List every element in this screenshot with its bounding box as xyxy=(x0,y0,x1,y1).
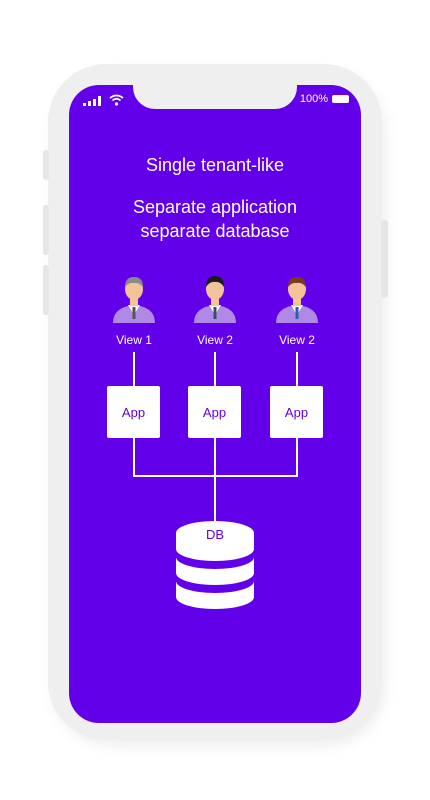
db-label: DB xyxy=(205,527,225,542)
user-avatar-icon xyxy=(194,276,236,323)
battery-percent: 100% xyxy=(299,93,328,105)
user-avatar-icon xyxy=(113,277,155,323)
view-label-3: View 2 xyxy=(279,333,315,347)
side-button-left-2 xyxy=(43,205,49,255)
connector-line xyxy=(296,438,298,476)
connector-line xyxy=(296,352,298,386)
diagram-subtitle: Separate application separate database xyxy=(69,195,361,243)
signal-bars-icon xyxy=(83,96,101,106)
phone-screen: 100% Single tenant-like Separate applica… xyxy=(69,85,361,723)
subtitle-line-2: separate database xyxy=(140,221,290,241)
app-box-1: App xyxy=(107,386,160,438)
wifi-icon xyxy=(109,94,124,106)
diagram-title: Single tenant-like xyxy=(145,155,285,175)
connector-line xyxy=(133,475,298,477)
app-label: App xyxy=(284,404,309,420)
status-bar-left xyxy=(83,94,124,106)
app-label: App xyxy=(121,404,146,420)
battery-icon xyxy=(332,95,349,103)
side-button-right xyxy=(381,220,388,298)
view-label-2: View 2 xyxy=(197,333,233,347)
connector-line xyxy=(214,352,216,386)
user-avatar-icon xyxy=(276,277,318,323)
connector-line xyxy=(133,352,135,386)
subtitle-line-1: Separate application xyxy=(132,197,298,217)
connector-line xyxy=(133,438,135,476)
database-icon xyxy=(176,521,254,609)
side-button-left-3 xyxy=(43,265,49,315)
status-bar-right: 100% xyxy=(300,93,349,105)
app-box-3: App xyxy=(270,386,323,438)
app-label: App xyxy=(202,404,227,420)
app-box-2: App xyxy=(188,386,241,438)
side-button-left-1 xyxy=(43,150,49,180)
phone-notch xyxy=(133,85,297,109)
view-label-1: View 1 xyxy=(116,333,152,347)
connector-line xyxy=(214,438,216,522)
